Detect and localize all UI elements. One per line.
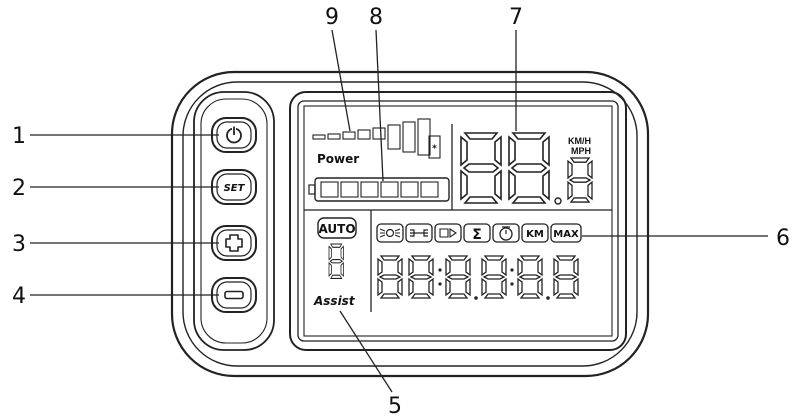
odometer-colon bbox=[438, 268, 442, 272]
callout-6: 6 bbox=[776, 226, 790, 251]
device-casing-inner bbox=[182, 81, 638, 367]
callout-9: 9 bbox=[325, 5, 339, 30]
max-icon: MAX bbox=[550, 223, 582, 243]
odometer-digit bbox=[481, 255, 507, 299]
device-casing-outer bbox=[170, 70, 650, 378]
power-segment bbox=[342, 131, 356, 140]
callout-7: 7 bbox=[509, 5, 523, 30]
walk-assist-icon bbox=[405, 223, 433, 243]
sum-icon: Σ bbox=[463, 223, 491, 243]
battery-cell bbox=[420, 181, 439, 198]
speed-decimal-digit bbox=[567, 157, 593, 203]
power-segment bbox=[372, 127, 386, 140]
lcd-area bbox=[303, 105, 613, 337]
odometer-colon bbox=[438, 282, 442, 286]
headlight-icon bbox=[376, 223, 404, 243]
svg-text:KM: KM bbox=[526, 229, 544, 240]
odometer-display bbox=[377, 255, 579, 300]
battery-cell bbox=[340, 181, 359, 198]
screen-bezel bbox=[289, 91, 627, 351]
auto-label: AUTO bbox=[318, 222, 355, 236]
power-label: Power bbox=[317, 152, 359, 166]
odometer-digit bbox=[517, 255, 543, 299]
speed-decimal-point bbox=[554, 197, 562, 205]
assist-level-digit bbox=[328, 243, 344, 279]
odometer-digit bbox=[377, 255, 403, 299]
callout-3: 3 bbox=[12, 232, 26, 257]
odometer-colon bbox=[510, 282, 514, 286]
callout-lines bbox=[30, 29, 768, 393]
speed-digit bbox=[460, 132, 502, 204]
speed-unit-km: KM/H bbox=[568, 136, 591, 146]
timer-icon bbox=[492, 223, 520, 243]
callout-2: 2 bbox=[12, 176, 26, 201]
callout-line-5 bbox=[339, 310, 393, 393]
assist-label: Assist bbox=[313, 294, 356, 308]
power-segment bbox=[327, 133, 341, 140]
power-unit-box bbox=[428, 135, 441, 159]
km-icon: KM bbox=[521, 223, 549, 243]
svg-text:MAX: MAX bbox=[553, 229, 579, 240]
set-button-label: SET bbox=[224, 183, 246, 194]
battery-cell bbox=[320, 181, 339, 198]
callout-4: 4 bbox=[12, 284, 26, 309]
button-panel-inner bbox=[200, 98, 268, 344]
battery-terminal bbox=[308, 184, 316, 195]
callout-1: 1 bbox=[12, 124, 26, 149]
odometer-decimal bbox=[474, 296, 478, 300]
speed-unit-mph: MPH bbox=[571, 146, 591, 156]
power-level-bar: * bbox=[312, 118, 441, 159]
battery-cell bbox=[360, 181, 379, 198]
battery-cell bbox=[380, 181, 399, 198]
power-segment bbox=[417, 118, 431, 156]
callout-8: 8 bbox=[369, 5, 383, 30]
button-panel bbox=[193, 91, 275, 351]
cruise-icon bbox=[434, 223, 462, 243]
auto-badge: AUTO bbox=[317, 217, 357, 239]
power-segment bbox=[387, 124, 401, 150]
odometer-colon bbox=[510, 268, 514, 272]
power-icon bbox=[226, 126, 242, 144]
battery-indicator bbox=[308, 177, 450, 202]
power-segment bbox=[357, 129, 371, 140]
odometer-digit bbox=[553, 255, 579, 299]
battery-cell bbox=[400, 181, 419, 198]
odometer-decimal bbox=[546, 296, 550, 300]
callout-line-9 bbox=[331, 29, 351, 132]
icon-row: Σ KM MAX bbox=[376, 223, 582, 243]
power-segment bbox=[402, 121, 416, 153]
plus-icon bbox=[225, 234, 243, 252]
odometer-digit bbox=[445, 255, 471, 299]
callout-line-8 bbox=[375, 29, 384, 182]
battery-frame bbox=[314, 177, 450, 202]
speed-digit bbox=[508, 132, 550, 204]
lcd-frame bbox=[297, 100, 619, 342]
power-segment bbox=[312, 134, 326, 140]
power-unit-mark: * bbox=[432, 144, 437, 154]
svg-text:Σ: Σ bbox=[472, 227, 482, 243]
speed-display bbox=[460, 132, 593, 205]
odometer-digit bbox=[408, 255, 434, 299]
minus-icon bbox=[224, 290, 244, 300]
callout-5: 5 bbox=[388, 394, 402, 417]
